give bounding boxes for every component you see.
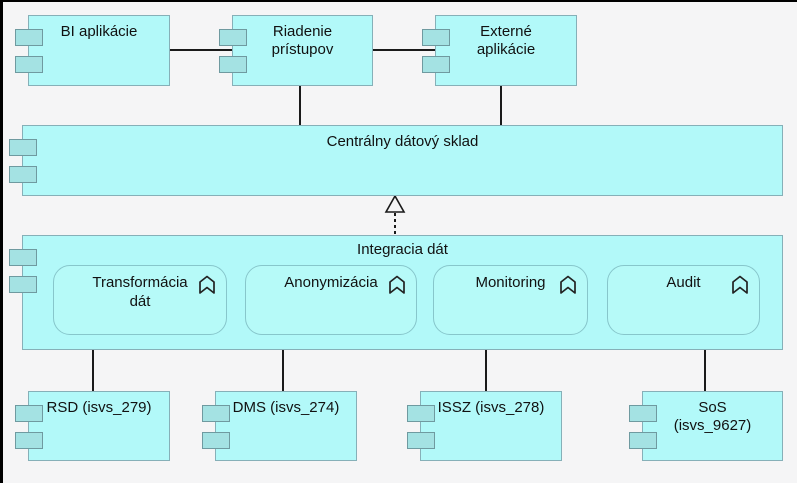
component-port-icon	[15, 405, 43, 422]
component-port-icon	[9, 166, 37, 183]
frame-edge	[0, 0, 797, 2]
component-label: BI aplikácie	[60, 23, 138, 40]
component-port-icon	[15, 29, 43, 46]
function-label: Audit	[666, 274, 701, 291]
function-label: Monitoring	[475, 274, 546, 291]
component-port-icon	[422, 56, 450, 73]
component-label: Centrálny dátový sklad	[326, 133, 479, 150]
function-chevron-icon	[732, 275, 748, 294]
component-issz[interactable]: ISSZ (isvs_278)	[407, 391, 562, 461]
component-label: Integracia dát	[357, 241, 448, 258]
component-port-icon	[629, 432, 657, 449]
component-port-icon	[407, 405, 435, 422]
component-rsd[interactable]: RSD (isvs_279)	[15, 391, 170, 461]
function-chevron-icon	[199, 275, 215, 294]
component-port-icon	[219, 29, 247, 46]
component-port-icon	[9, 249, 37, 266]
component-port-icon	[9, 276, 37, 293]
component-port-icon	[407, 432, 435, 449]
function-label: Anonymizácia	[284, 274, 378, 291]
component-port-icon	[422, 29, 450, 46]
component-port-icon	[15, 56, 43, 73]
component-bi-aplikacie[interactable]: BI aplikácie	[15, 15, 170, 86]
component-port-icon	[9, 139, 37, 156]
component-label: DMS (isvs_274)	[232, 399, 340, 416]
component-port-icon	[219, 56, 247, 73]
component-label: ISSZ (isvs_278)	[437, 399, 545, 416]
component-label: SoS (isvs_9627)	[673, 399, 752, 435]
function-audit[interactable]: Audit	[607, 265, 760, 335]
component-dms[interactable]: DMS (isvs_274)	[202, 391, 357, 461]
function-monitoring[interactable]: Monitoring	[433, 265, 588, 335]
component-port-icon	[202, 432, 230, 449]
function-chevron-icon	[560, 275, 576, 294]
realization-triangle-icon	[384, 194, 406, 213]
component-port-icon	[15, 432, 43, 449]
function-anonymizacia[interactable]: Anonymizácia	[245, 265, 417, 335]
component-label: Riadenie prístupov	[271, 23, 334, 59]
component-sos[interactable]: SoS (isvs_9627)	[629, 391, 783, 461]
function-transformacia-dat[interactable]: Transformácia dát	[53, 265, 227, 335]
component-centralny-datovy-sklad[interactable]: Centrálny dátový sklad	[9, 125, 783, 196]
realization-arrow	[384, 194, 406, 235]
component-port-icon	[202, 405, 230, 422]
component-riadenie-pristupov[interactable]: Riadenie prístupov	[219, 15, 373, 86]
component-externe-aplikacie[interactable]: Externé aplikácie	[422, 15, 577, 86]
component-label: RSD (isvs_279)	[46, 399, 152, 416]
function-chevron-icon	[389, 275, 405, 294]
frame-edge	[0, 0, 3, 483]
component-port-icon	[629, 405, 657, 422]
function-label: Transformácia dát	[92, 274, 188, 310]
component-label: Externé aplikácie	[476, 23, 536, 59]
